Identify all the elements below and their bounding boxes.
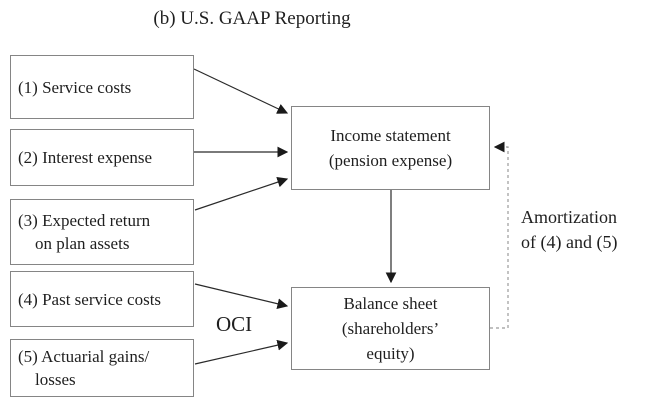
arrow-expected-return-to-income (194, 176, 289, 211)
amortization-edge-label: Amortization of (4) and (5) (521, 207, 618, 252)
box-past-service-costs: (4) Past service costs (10, 271, 194, 327)
box-service-costs-label: (1) Service costs (18, 77, 132, 97)
oci-edge-label: OCI (216, 312, 253, 336)
box-balance-sheet-label: Balance sheet (shareholders’ equity) (341, 294, 440, 363)
box-actuarial-gains-losses-label: (5) Actuarial gains/ losses (18, 347, 150, 389)
arrow-amortization-dashed (490, 141, 509, 329)
box-expected-return-label: (3) Expected return on plan assets (18, 211, 151, 253)
box-service-costs: (1) Service costs (10, 55, 194, 119)
box-income-statement: Income statement (pension expense) (291, 106, 490, 190)
arrow-service-costs-to-income (193, 68, 289, 114)
box-expected-return: (3) Expected return on plan assets (10, 199, 194, 265)
box-income-statement-label: Income statement (pension expense) (328, 126, 453, 170)
diagram-title: (b) U.S. GAAP Reporting (153, 8, 351, 29)
arrow-past-service-to-balance (194, 283, 289, 310)
box-past-service-costs-label: (4) Past service costs (18, 289, 162, 309)
box-interest-expense: (2) Interest expense (10, 129, 194, 186)
arrow-actuarial-to-balance (194, 339, 289, 365)
box-balance-sheet: Balance sheet (shareholders’ equity) (291, 287, 490, 370)
box-actuarial-gains-losses: (5) Actuarial gains/ losses (10, 339, 194, 397)
box-interest-expense-label: (2) Interest expense (18, 148, 153, 167)
